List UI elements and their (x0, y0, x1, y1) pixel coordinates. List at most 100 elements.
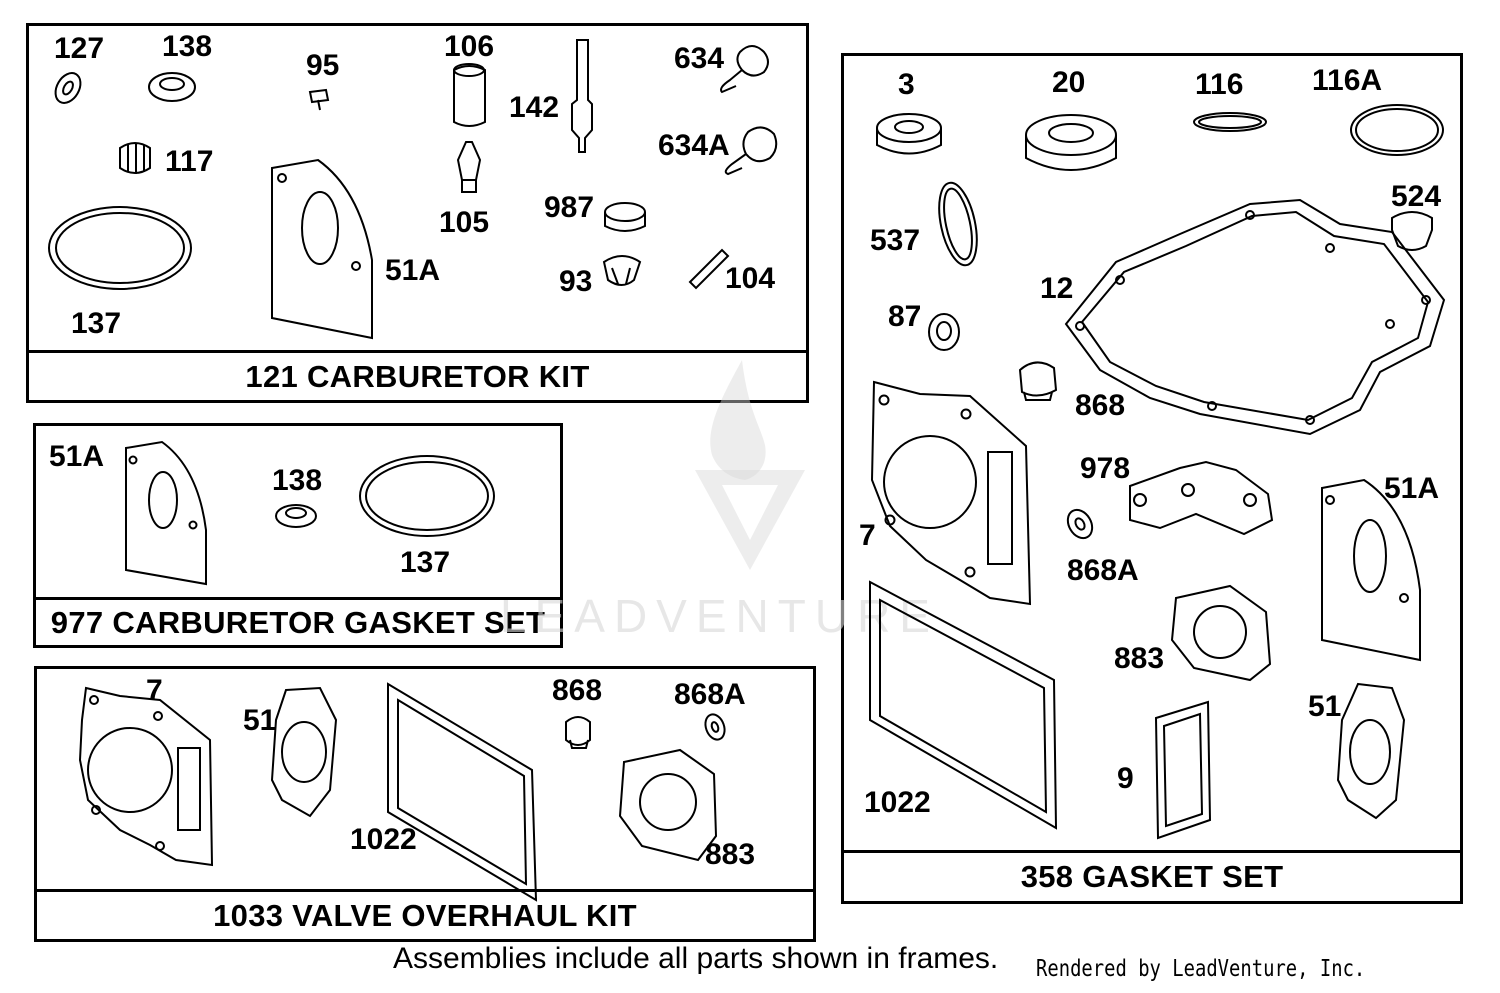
label-868: 868 (1075, 389, 1125, 422)
part-51a-gasket-port (1353, 519, 1387, 593)
part-7-pushrod-window (987, 451, 1013, 565)
part-12-sump-gasket-inner (1080, 210, 1430, 422)
assemblies-footnote: Assemblies include all parts shown in fr… (393, 942, 999, 975)
label-116: 116 (1195, 68, 1243, 101)
part-93-bowl-nut (602, 255, 642, 286)
part-51-gasket (270, 686, 338, 818)
valve-overhaul-kit-frame: 1033 VALVE OVERHAUL KIT (34, 666, 816, 942)
part-51a-hole-2 (1399, 593, 1409, 603)
gasket-set-labels: 3 20 116 116A 524 537 12 87 868 978 7 86… (859, 64, 1441, 819)
part-3-seal-hole (894, 120, 924, 134)
label-1022: 1022 (350, 823, 417, 856)
part-987-bushing (604, 202, 646, 222)
carburetor-gasket-set-frame: 977 CARBURETOR GASKET SET (33, 423, 563, 648)
part-1022-cover-gasket-inner (879, 598, 1048, 814)
part-978-bracket-gasket (1129, 460, 1274, 536)
label-93: 93 (559, 265, 592, 298)
part-138-seal (148, 72, 196, 102)
part-7-cylinder-bore (883, 435, 977, 529)
part-51a-hole-1 (1325, 495, 1335, 505)
label-868a: 868A (674, 678, 746, 711)
part-883-gasket (618, 748, 718, 862)
part-127-washer-hole (62, 80, 74, 96)
part-12-bolt-hole-8 (1075, 321, 1085, 331)
part-116-oring-inner (1198, 115, 1262, 129)
render-credit: Rendered by LeadVenture, Inc. (1036, 956, 1366, 982)
label-1022: 1022 (864, 786, 931, 819)
part-12-bolt-hole-4 (1421, 295, 1431, 305)
part-634a-spring (724, 126, 778, 176)
part-51a-gasket (125, 440, 207, 586)
label-524: 524 (1391, 180, 1441, 213)
leadventure-watermark: LEADVENTURE (500, 360, 930, 642)
carburetor-kit-title: 121 CARBURETOR KIT (29, 350, 806, 400)
label-978: 978 (1080, 452, 1130, 485)
part-51a-hole-2 (351, 261, 361, 271)
part-7-head-gasket (78, 686, 214, 867)
label-95: 95 (306, 49, 339, 82)
part-7-bolt-hole-2 (153, 711, 163, 721)
part-12-bolt-hole-1 (1115, 275, 1125, 285)
label-987: 987 (544, 191, 594, 224)
part-7-bolt-hole-4 (964, 566, 976, 578)
label-51a: 51A (1384, 472, 1439, 505)
part-978-hole-1 (1133, 493, 1147, 507)
part-142-emulsion-tube (571, 39, 593, 153)
part-868a-washer (704, 713, 726, 741)
part-20-seal-body (1025, 135, 1117, 171)
part-104-pin (688, 248, 730, 290)
gasket-set-frame: 358 GASKET SET (841, 53, 1463, 904)
label-138: 138 (272, 464, 322, 497)
part-634-spring (720, 45, 769, 94)
part-51-gasket-port (1349, 719, 1391, 785)
part-51-gasket-port (281, 721, 327, 783)
part-868-valve-seal (1018, 361, 1058, 401)
part-12-bolt-hole-2 (1245, 210, 1255, 220)
part-7-bolt-hole-1 (878, 394, 890, 406)
gasket-set-parts (869, 104, 1446, 840)
carb-gasket-parts (125, 440, 495, 586)
part-51a-gasket (1321, 478, 1421, 662)
part-137-gasket-inner (365, 461, 489, 531)
label-883: 883 (705, 838, 755, 871)
gasket-set-title: 358 GASKET SET (844, 850, 1460, 901)
part-3-seal-body (876, 128, 942, 155)
part-138-seal-hole (159, 77, 185, 91)
part-116a-oring-inner (1355, 108, 1439, 152)
part-868a-washer-hole (1074, 517, 1086, 531)
part-524-plug (1391, 211, 1433, 251)
carb-kit-labels: 127 138 95 106 142 634 117 634A 105 987 … (54, 30, 775, 340)
part-20-seal-hole (1048, 123, 1094, 143)
part-51a-gasket (271, 158, 373, 340)
part-1022-cover-gasket (387, 682, 538, 902)
label-138: 138 (162, 30, 212, 63)
part-537-oring-inner (943, 187, 973, 261)
valve-kit-labels: 7 51 868 868A 1022 883 (146, 674, 755, 871)
part-883-gasket-port (1193, 605, 1247, 659)
part-138-seal (275, 504, 317, 528)
label-9: 9 (1117, 762, 1134, 795)
part-7-bolt-hole-4 (155, 841, 165, 851)
part-537-oring (938, 181, 978, 267)
carb-kit-parts (48, 39, 778, 340)
carburetor-kit-frame: 121 CARBURETOR KIT (26, 23, 809, 403)
part-116a-oring (1350, 104, 1444, 156)
label-883: 883 (1114, 642, 1164, 675)
part-3-seal (876, 113, 942, 143)
label-12: 12 (1040, 272, 1073, 305)
label-117: 117 (165, 145, 213, 178)
label-868a: 868A (1067, 554, 1139, 587)
part-978-hole-3 (1243, 493, 1257, 507)
part-116-oring (1193, 112, 1267, 132)
part-51a-hole-1 (277, 173, 287, 183)
valve-kit-parts (78, 682, 726, 902)
label-51a: 51A (385, 254, 440, 287)
part-137-gasket-outer (359, 455, 495, 537)
label-537: 537 (870, 224, 920, 257)
part-9-breather-gasket (1154, 700, 1212, 840)
label-137: 137 (400, 546, 450, 579)
part-883-gasket (1170, 584, 1272, 682)
part-51a-gasket-port (301, 191, 339, 265)
part-12-sump-gasket (1064, 198, 1446, 436)
